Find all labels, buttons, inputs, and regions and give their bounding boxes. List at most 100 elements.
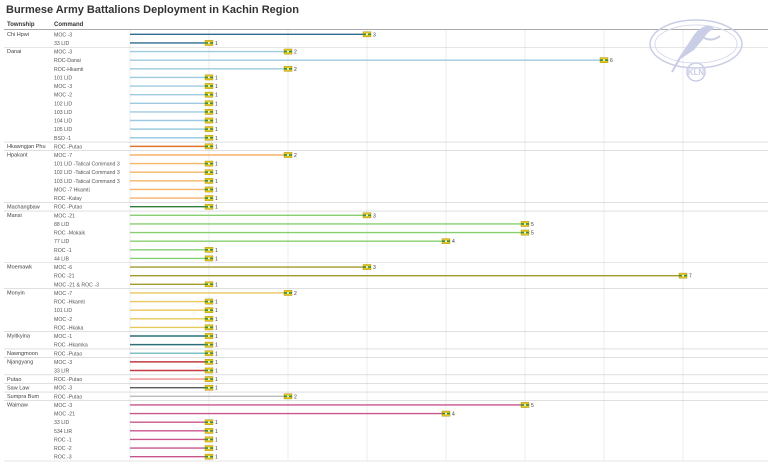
flag-marker-star [366,266,368,269]
township-label: Danai [7,49,21,55]
value-label: 1 [215,300,218,306]
kln-logo-icon: KLN [649,19,743,82]
command-label: MOC -3 [54,84,72,90]
command-label: 33 LID [54,420,70,426]
command-label: 101 LID -Tatical Command 3 [54,162,120,168]
value-label: 1 [215,110,218,116]
command-label: MOC -2 [54,317,72,323]
command-label: 33 LID [54,41,70,47]
flag-marker-star [208,93,210,96]
value-label: 1 [215,256,218,262]
value-label: 1 [215,343,218,349]
flag-marker-star [208,360,210,363]
command-label: ROC -Hkaka [54,325,84,331]
flag-marker-star [682,274,684,277]
command-label: MOC -21 & ROC -3 [54,282,99,288]
value-label: 1 [215,196,218,202]
flag-marker-star [208,205,210,208]
command-label: 101 LID [54,308,72,314]
flag-marker-star [208,257,210,260]
command-label: ROC-Danai [54,58,81,64]
flag-marker-star [208,429,210,432]
value-label: 1 [215,101,218,107]
township-label: Sumpra Bum [7,394,40,400]
command-label: 33 LIR [54,368,70,374]
value-label: 5 [531,403,534,409]
flag-marker-star [208,85,210,88]
flag-marker-star [208,335,210,338]
value-label: 1 [215,170,218,176]
township-label: Waimaw [7,403,28,409]
value-label: 1 [215,84,218,90]
command-label: MOC -7 [54,291,72,297]
flag-marker-star [603,59,605,62]
command-label: ROC -2 [54,446,72,452]
value-label: 1 [215,205,218,211]
value-label: 1 [215,162,218,168]
command-label: MOC -7 [54,153,72,159]
command-label: ROC -Putao [54,205,82,211]
flag-marker-star [366,214,368,217]
command-label: 103 LID [54,110,72,116]
township-label: Myitkyina [7,334,31,340]
value-label: 1 [215,377,218,383]
township-label: Hkawngjan Phu [7,144,46,150]
command-label: ROC -1 [54,248,72,254]
value-label: 1 [215,93,218,99]
value-label: 2 [294,153,297,159]
value-label: 1 [215,420,218,426]
value-label: 5 [531,222,534,228]
township-label: Chi Hpwi [7,32,29,38]
flag-marker-star [208,162,210,165]
township-column-header: Township [7,22,35,28]
value-label: 4 [452,412,455,418]
value-label: 2 [294,50,297,56]
value-label: 1 [215,334,218,340]
value-label: 1 [215,386,218,392]
command-label: MOC -21 [54,213,75,219]
flag-marker-star [287,291,289,294]
township-label: Njangyang [7,360,33,366]
command-label: MOC -21 [54,412,75,418]
command-label: 101 LID [54,75,72,81]
flag-marker-star [208,300,210,303]
township-label: Putao [7,377,21,383]
flag-marker-star [208,179,210,182]
value-label: 2 [294,291,297,297]
command-label: BSO -1 [54,136,71,142]
flag-marker-star [208,128,210,131]
command-label: ROC -Hkamti [54,300,85,306]
command-label: ROC -Putao [54,377,82,383]
value-label: 3 [373,213,376,219]
command-label: ROC -Hkamka [54,343,88,349]
value-label: 1 [215,248,218,254]
command-label: ROC -Putao [54,144,82,150]
value-label: 6 [610,58,613,64]
command-label: MOC -3 [54,403,72,409]
value-label: 1 [215,429,218,435]
command-label: 102 LID [54,101,72,107]
value-label: 1 [215,351,218,357]
value-label: 1 [215,187,218,193]
command-label: MOC -3 [54,32,72,38]
value-label: 1 [215,119,218,125]
flag-marker-star [445,240,447,243]
command-label: 88 LID [54,222,70,228]
command-label: MOC -3 [54,360,72,366]
flag-marker-star [445,412,447,415]
flag-marker-star [208,421,210,424]
value-label: 1 [215,368,218,374]
flag-marker-star [208,171,210,174]
value-label: 1 [215,325,218,331]
value-label: 1 [215,136,218,142]
command-label: 44 LIB [54,256,70,262]
township-label: Moemawk [7,265,32,271]
flag-marker-star [208,326,210,329]
value-label: 1 [215,446,218,452]
flag-marker-star [208,352,210,355]
flag-marker-star [208,343,210,346]
value-label: 4 [452,239,455,245]
flag-marker-star [208,248,210,251]
flag-marker-star [208,136,210,139]
